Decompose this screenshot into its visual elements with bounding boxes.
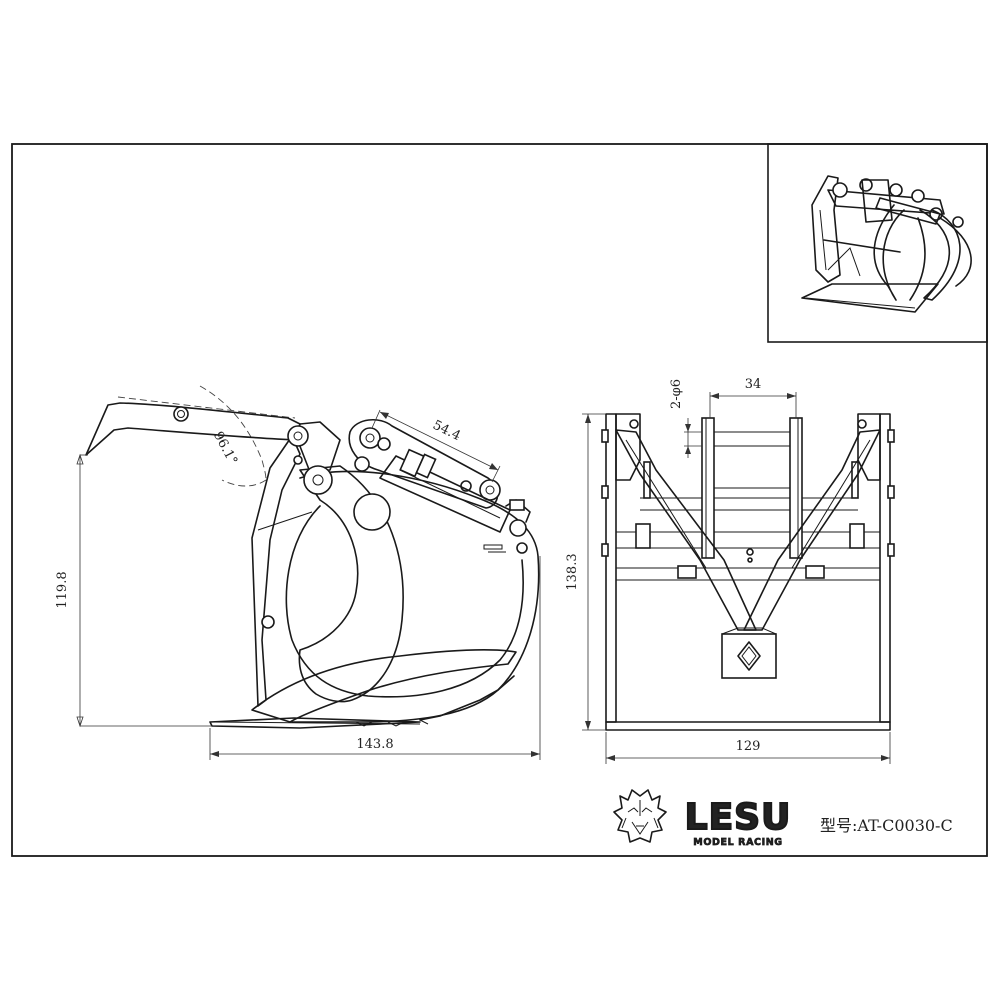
- arm-length-dimension: 54.4: [430, 418, 463, 444]
- title-block: LESU MODEL RACING 型号:AT-C0030-C: [613, 789, 953, 848]
- claw-angle-dimension: 96.1°: [210, 429, 240, 467]
- hole-spec-dimension: 2-φ6: [669, 379, 684, 409]
- lion-head-icon: [613, 789, 667, 843]
- front-view: 138.3 129 34 2-φ6: [565, 377, 895, 764]
- brand-tagline: MODEL RACING: [693, 837, 782, 848]
- isometric-view: [767, 143, 988, 343]
- side-width-dimension: 143.8: [356, 737, 393, 752]
- isometric-view-frame: [767, 143, 988, 343]
- front-width-dimension: 129: [736, 739, 761, 754]
- side-height-dimension: 119.8: [55, 571, 70, 608]
- drawing-border: [11, 143, 988, 857]
- front-height-dimension: 138.3: [565, 553, 580, 590]
- model-number: 型号:AT-C0030-C: [820, 816, 953, 835]
- side-view: 119.8 143.8 54.4 96.1°: [55, 385, 541, 760]
- brand-name: LESU: [685, 797, 792, 838]
- pin-spacing-dimension: 34: [745, 377, 762, 392]
